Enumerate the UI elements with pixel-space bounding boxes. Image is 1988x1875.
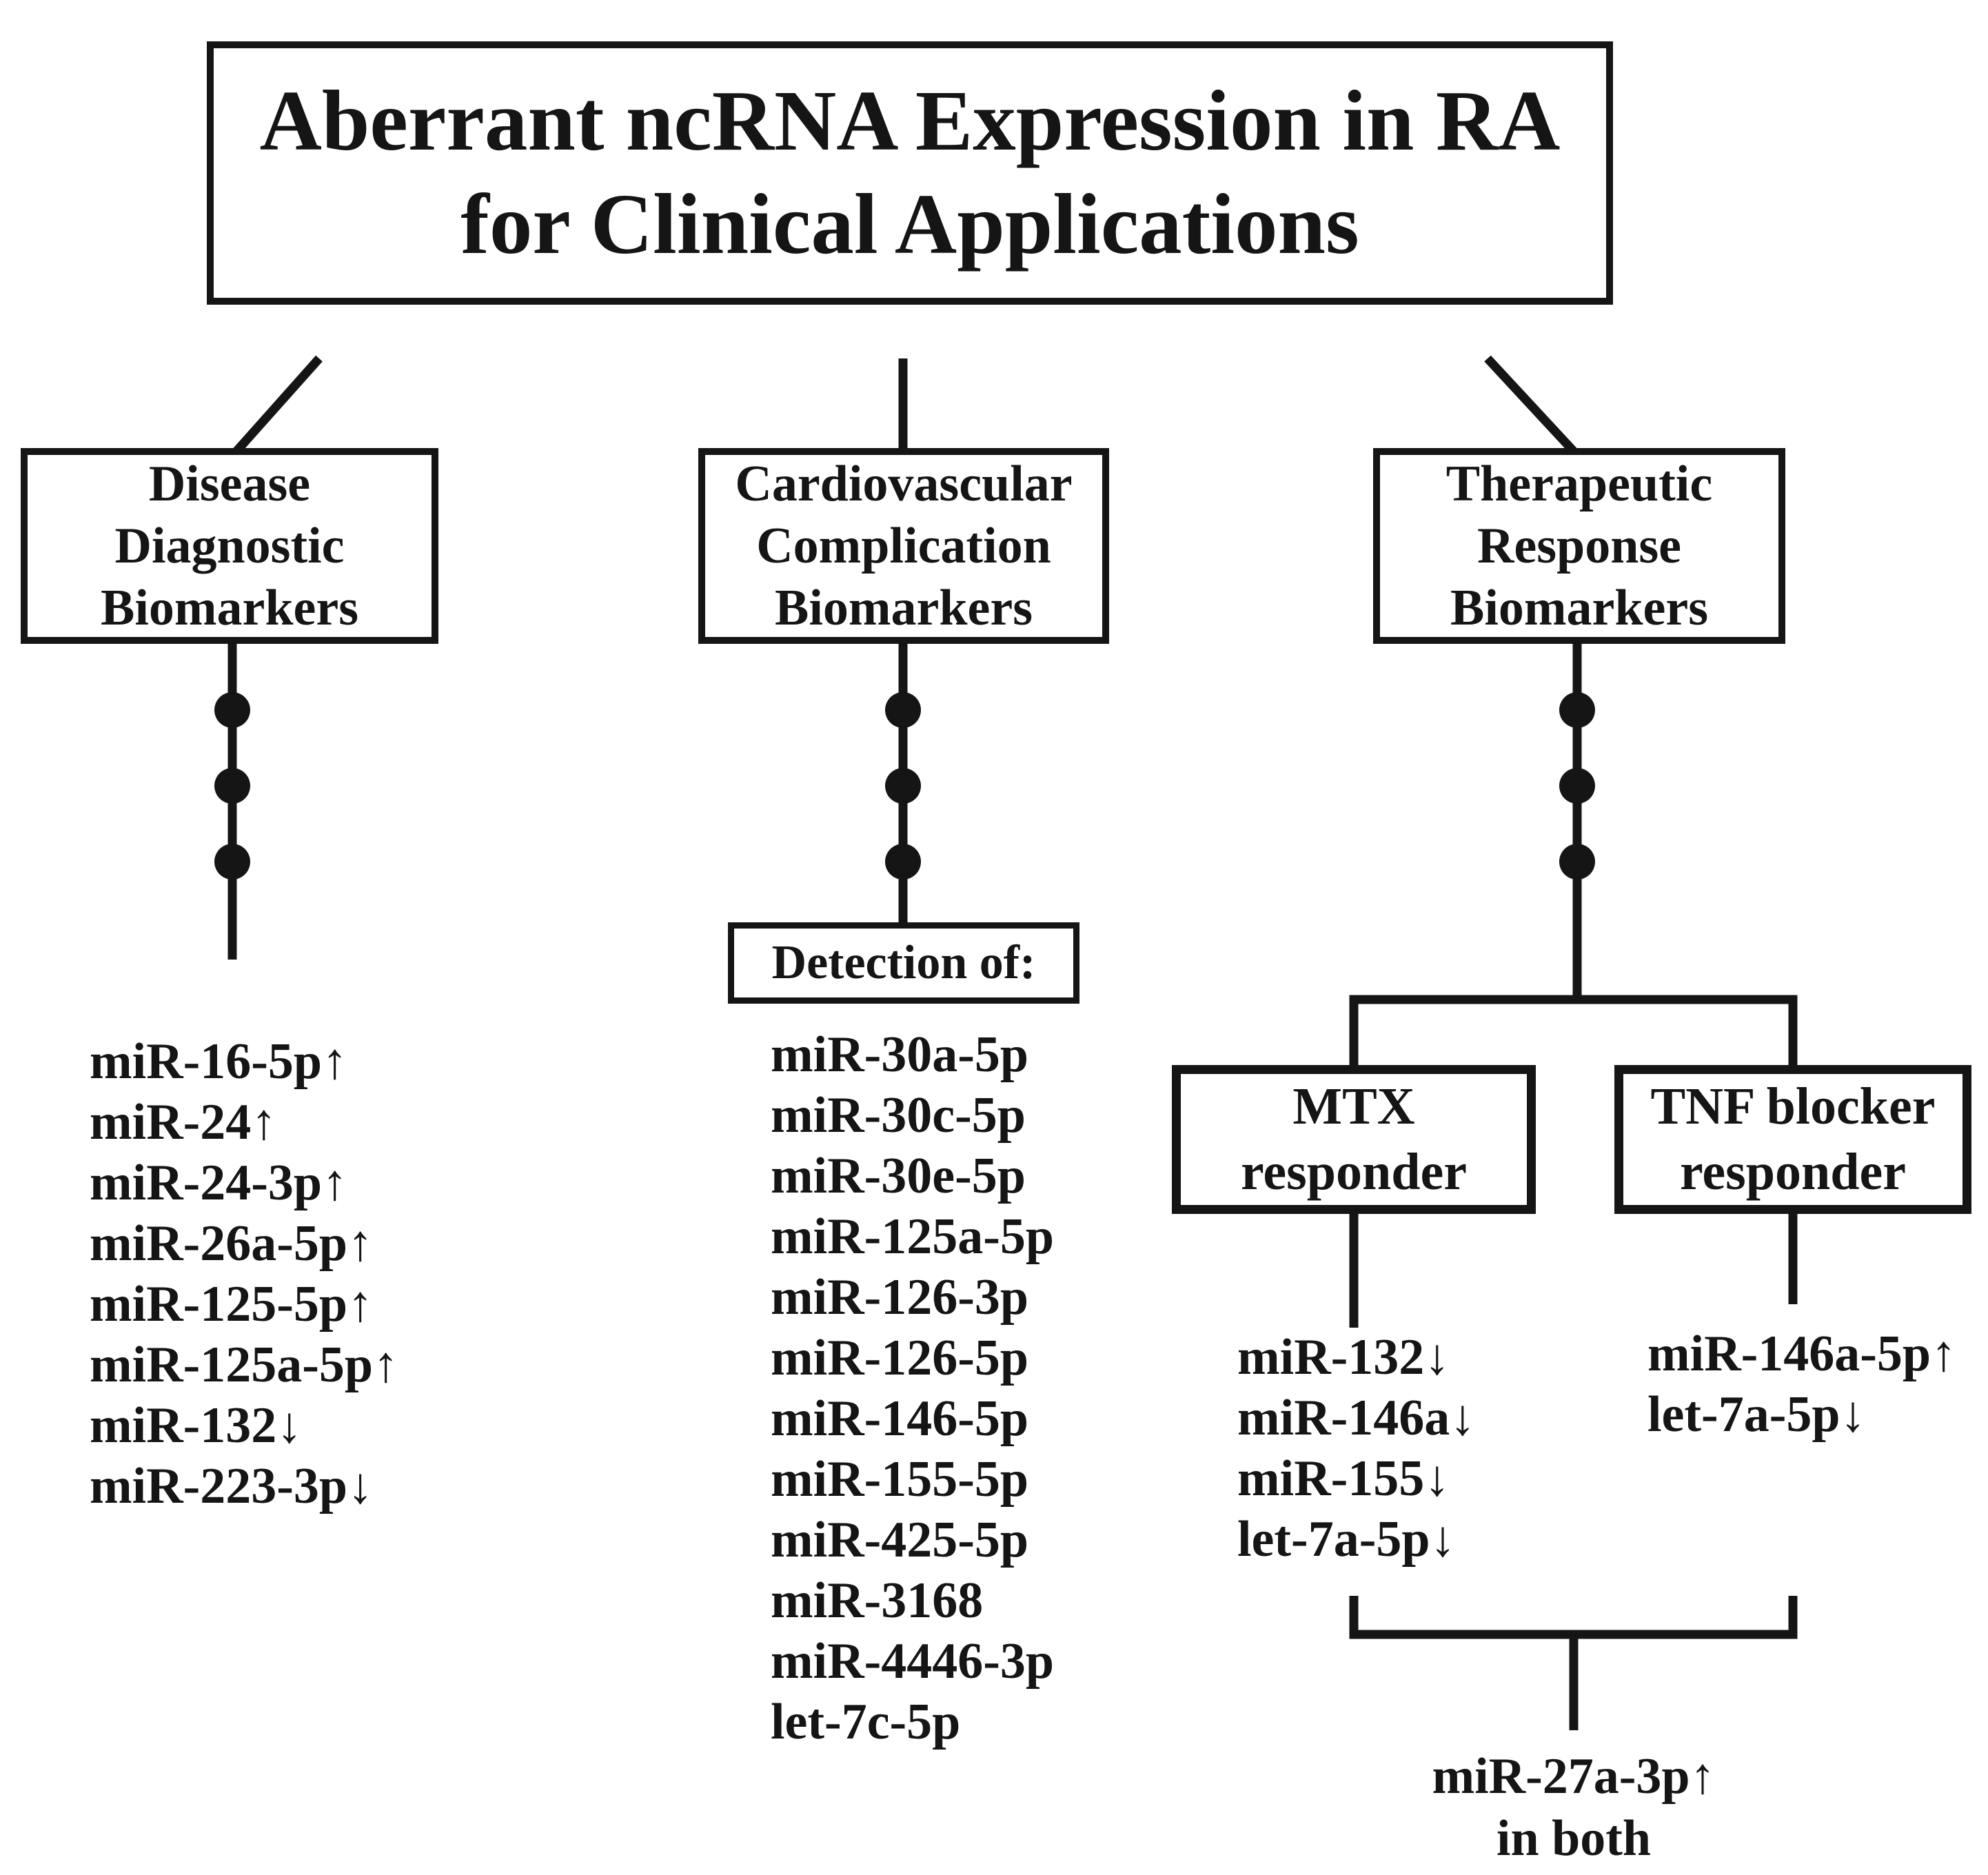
shared-mirna-label: miR-27a-3p↑ in both [1367,1745,1781,1869]
mirna-item: miR-4446-3p [771,1633,1055,1690]
title-line-1: Aberrant ncRNA Expression in RA [259,74,1561,169]
mirna-item: miR-425-5p [771,1512,1029,1568]
tnf-responder-label-line: responder [1680,1143,1906,1201]
cardiovascular-biomarkers-box: Cardiovascular Complication Biomarkers [698,448,1109,644]
bead-dot [885,692,921,728]
edge-title-to-therapeutic [1484,355,1579,457]
mtx-responder-mirna-list: miR-132↓miR-146a↓miR-155↓let-7a-5p↓ [1237,1327,1475,1570]
mirna-item: let-7c-5p [771,1694,961,1750]
therapeutic-label-line: Therapeutic [1446,456,1713,512]
bead-dot [214,844,250,880]
mirna-item: miR-125a-5p [771,1208,1055,1265]
title-line-2: for Clinical Applications [460,177,1359,272]
mirna-item: miR-155-5p [771,1451,1029,1508]
therapeutic-label-line: Biomarkers [1450,580,1709,636]
mirna-item: miR-223-3p↓ [90,1458,374,1514]
shared-mirna-line: miR-27a-3p↑ [1432,1748,1716,1805]
mirna-item: miR-30c-5p [771,1087,1026,1144]
diagnostic-label-line: Diagnostic [114,518,345,574]
tnf-blocker-responder-box: TNF blocker responder [1614,1065,1971,1214]
bead-dot [214,768,250,804]
bead-dot [214,692,250,728]
diagnostic-label-line: Disease [148,456,311,512]
mirna-item: miR-146a↓ [1237,1390,1476,1446]
mirna-item: miR-24↑ [90,1094,277,1151]
edge-title-to-diagnostic [231,355,323,457]
mirna-item: miR-132↓ [90,1397,303,1454]
diagnostic-biomarkers-box: Disease Diagnostic Biomarkers [21,448,438,644]
detection-of-box: Detection of: [728,922,1079,1004]
therapeutic-biomarkers-box: Therapeutic Response Biomarkers [1373,448,1785,644]
cardiovascular-label-line: Complication [756,518,1051,574]
mirna-item: miR-16-5p↑ [90,1033,348,1090]
mtx-responder-box: MTX responder [1172,1065,1536,1214]
tnf-responder-label-line: TNF blocker [1650,1077,1936,1135]
mirna-item: miR-146-5p [771,1390,1029,1447]
mirna-item: miR-132↓ [1237,1329,1450,1386]
mirna-item: miR-26a-5p↑ [90,1215,374,1272]
mirna-item: miR-125-5p↑ [90,1276,374,1332]
bead-dot [1559,692,1595,728]
tnf-responder-mirna-list: miR-146a-5p↑let-7a-5p↓ [1647,1324,1956,1445]
title-box: Aberrant ncRNA Expression in RA for Clin… [207,41,1613,305]
diagnostic-label-line: Biomarkers [100,580,359,636]
diagnostic-mirna-list: miR-16-5p↑miR-24↑miR-24-3p↑miR-26a-5p↑mi… [90,1031,398,1517]
bead-dot [885,844,921,880]
cardiovascular-label-line: Cardiovascular [735,456,1073,512]
mirna-item: miR-24-3p↑ [90,1155,348,1211]
mirna-item: miR-155↓ [1237,1450,1450,1507]
union-bracket [1349,1596,1798,1639]
detection-of-label: Detection of: [771,936,1036,989]
mirna-item: miR-126-5p [771,1330,1029,1386]
therapeutic-label-line: Response [1477,518,1682,574]
bead-dot [1559,768,1595,804]
mtx-responder-label-line: MTX [1292,1077,1415,1135]
mirna-item: let-7a-5p↓ [1647,1386,1866,1443]
t-split-to-responders [1349,995,1798,1066]
bead-dot [885,768,921,804]
cardiovascular-label-line: Biomarkers [774,580,1033,636]
mirna-item: miR-125a-5p↑ [90,1337,399,1393]
mirna-item: miR-3168 [771,1572,984,1629]
mirna-item: miR-30a-5p [771,1026,1029,1083]
mirna-item: miR-30e-5p [771,1148,1026,1204]
mirna-item: miR-146a-5p↑ [1647,1326,1957,1382]
bead-dot [1559,844,1595,880]
mtx-responder-label-line: responder [1241,1143,1467,1201]
shared-mirna-line: in both [1496,1810,1652,1867]
mirna-item: let-7a-5p↓ [1237,1511,1456,1568]
mirna-item: miR-126-3p [771,1269,1029,1326]
